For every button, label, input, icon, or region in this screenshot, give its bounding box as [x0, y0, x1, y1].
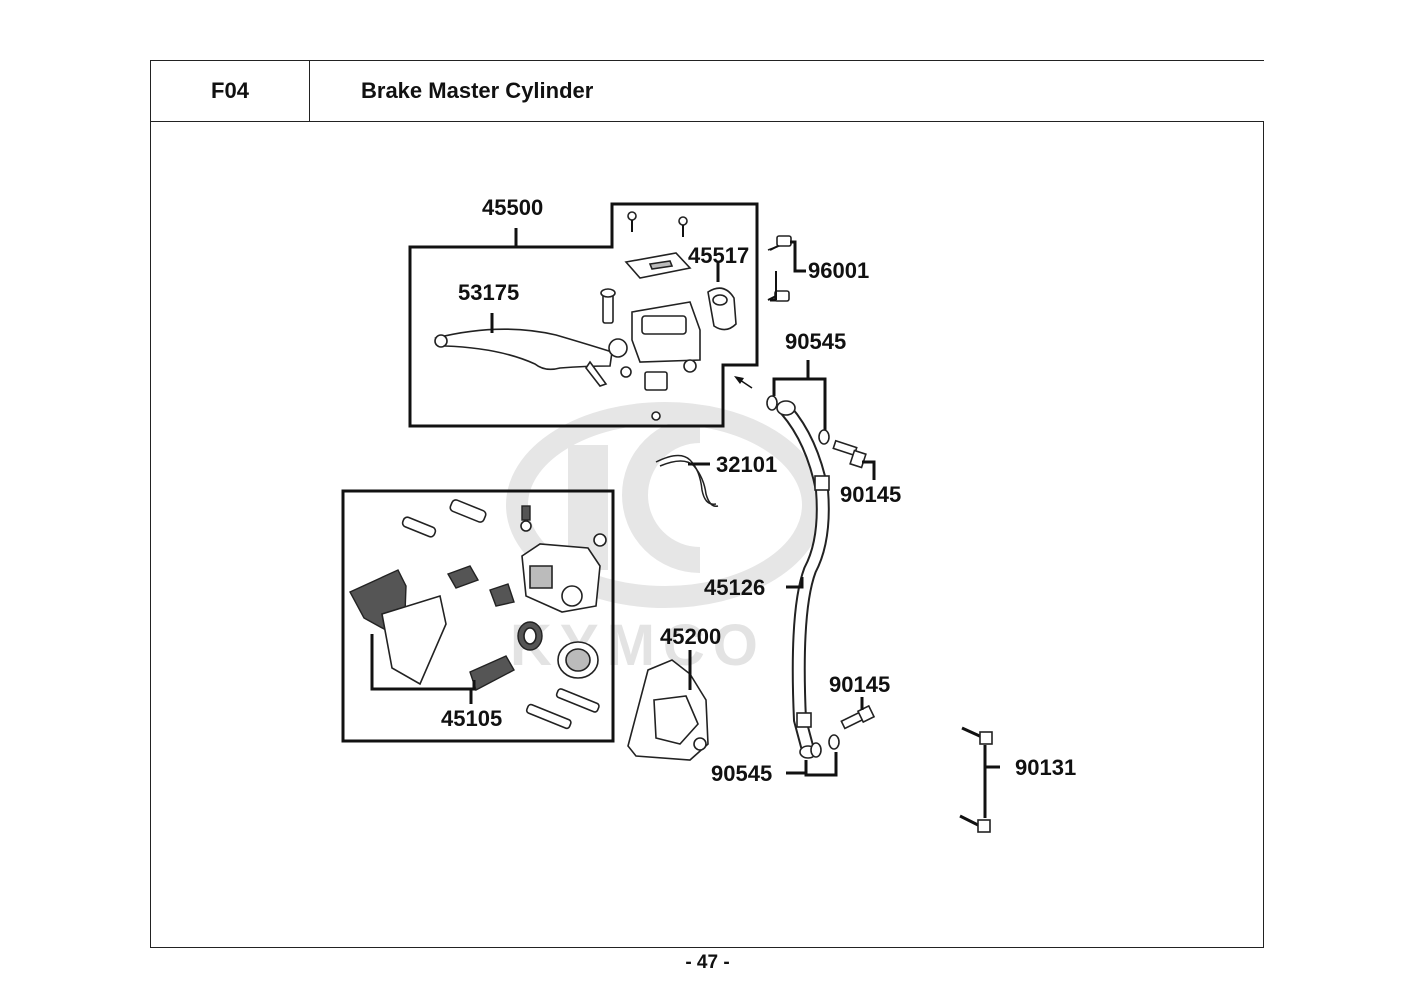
part-label-45500: 45500 — [482, 195, 543, 220]
kymco-watermark-text: KYMCO — [510, 613, 766, 678]
reservoir-cap — [624, 252, 692, 279]
banjo-bolt-top — [832, 439, 867, 469]
master-cylinder-group-box — [408, 202, 759, 428]
caliper-mounting-bolts — [959, 726, 993, 833]
caliper-kit-group-box — [341, 489, 615, 743]
caliper-piston — [557, 641, 599, 679]
part-label-90145-bottom: 90145 — [829, 672, 890, 697]
cap-screws — [627, 211, 688, 237]
banjo-bolt-bottom — [840, 704, 876, 730]
part-label-45200: 45200 — [660, 624, 721, 649]
brake-hose-part — [776, 400, 830, 759]
diagram-frame — [150, 121, 1264, 948]
handlebar-clamp-part — [707, 287, 737, 331]
part-label-45517: 45517 — [688, 243, 749, 268]
part-label-45126: 45126 — [704, 575, 765, 600]
bleeder-valve — [520, 505, 607, 547]
brake-pads — [349, 569, 515, 692]
part-label-45105: 45105 — [441, 706, 502, 731]
part-label-32101: 32101 — [716, 452, 777, 477]
brake-lever-part — [434, 328, 613, 387]
master-cylinder-body — [608, 301, 701, 373]
sealing-washer-bottom-2 — [828, 734, 840, 750]
page-number: - 47 - — [685, 952, 730, 973]
caliper-assembly-part — [627, 659, 709, 761]
sealing-washer-top-2 — [818, 429, 830, 445]
part-label-90131: 90131 — [1015, 755, 1076, 780]
caliper-slide-pins — [401, 499, 600, 730]
assembly-arrow — [734, 376, 753, 389]
brake-wire-part — [655, 454, 719, 507]
brake-light-switch — [620, 366, 668, 421]
part-label-90545-bottom: 90545 — [711, 761, 772, 786]
caliper-body — [521, 543, 601, 613]
sealing-washer-bottom-1 — [810, 742, 822, 758]
part-label-90545-top: 90545 — [785, 329, 846, 354]
part-label-53175: 53175 — [458, 280, 519, 305]
lever-pivot-bolt — [600, 288, 616, 324]
sealing-washer-top-1 — [766, 395, 778, 411]
part-label-90145-top: 90145 — [840, 482, 901, 507]
pad-springs — [446, 565, 515, 607]
part-label-96001: 96001 — [808, 258, 869, 283]
mirror-bolts-part — [767, 235, 792, 302]
